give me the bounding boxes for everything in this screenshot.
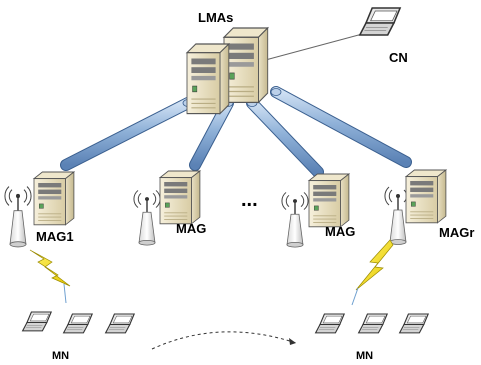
mag1-server-icon [33,171,75,226]
mag2-server-icon [159,170,201,225]
mn-right-laptop-2-icon [358,313,388,334]
cn-laptop-icon [359,7,401,36]
mn-left-laptop-2-icon [63,313,93,334]
mag3-server-icon [308,173,350,228]
magr-label: MAGr [439,225,474,240]
mag1-tower-icon [4,185,32,248]
mn-left-label: MN [52,350,69,362]
mag2-label: MAG [176,221,206,236]
lma-server-front [186,43,230,115]
mn-right-laptop-1-icon [315,313,345,334]
mag1-label: MAG1 [36,229,74,244]
lma-server-back [223,27,269,104]
mn-left-laptop-3-icon [105,313,135,334]
mag3-label: MAG [325,224,355,239]
tunnel-pipe-mag1 [60,97,194,171]
tunnel-pipe-magr [270,86,412,168]
mag2-tower-icon [133,189,161,246]
lightning-bolt-right-icon [351,239,394,306]
mag3-tower-icon [281,191,309,248]
mn-right-laptop-3-icon [399,313,429,334]
mobility-arrow [151,331,297,350]
cn-link-line [257,32,367,63]
cn-label: CN [389,50,408,65]
mn-right-label: MN [356,350,373,362]
ellipsis-label: ... [241,189,258,211]
lightning-bolt-left-icon [29,249,71,304]
lma-label: LMAs [198,10,233,25]
magr-server-icon [405,169,447,224]
mn-left-laptop-1-icon [22,311,52,332]
